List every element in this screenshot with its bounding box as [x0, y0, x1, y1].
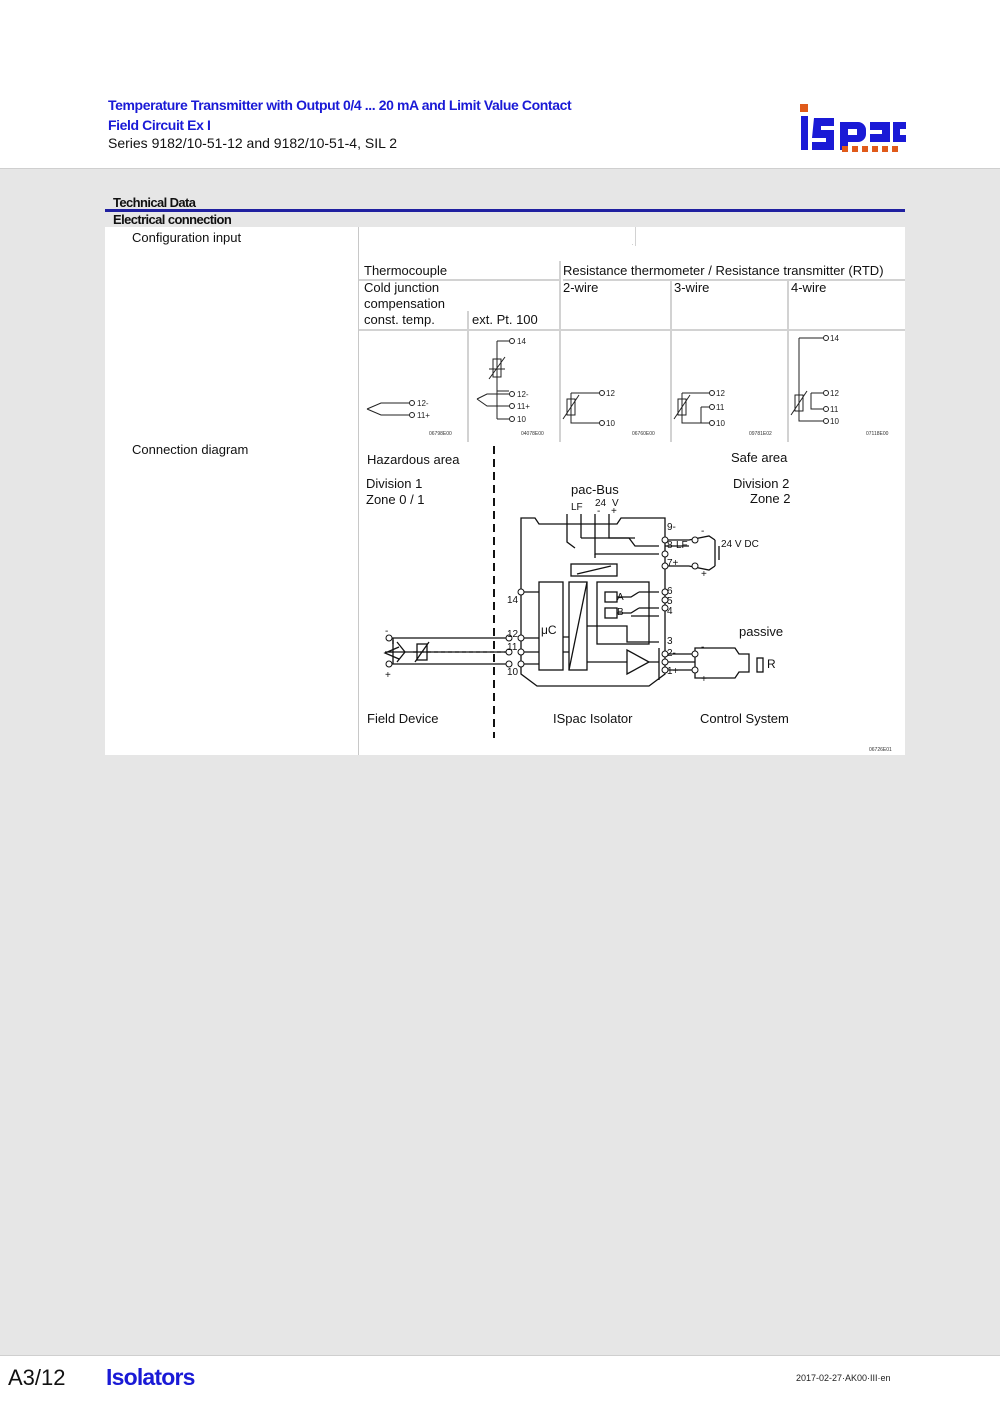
- configuration-wiring: 12- 11+ 14 12- 11+ 10 12 10 12 11 10 14 …: [366, 334, 889, 437]
- passive-label: passive: [739, 624, 783, 639]
- svg-text:14: 14: [830, 334, 839, 343]
- relay-b: B: [617, 607, 624, 618]
- section-subtitle: Electrical connection: [113, 212, 232, 227]
- term-11: 11+: [417, 411, 430, 420]
- terminal-3: 3: [667, 636, 673, 647]
- page-header: Temperature Transmitter with Output 0/4 …: [0, 0, 1000, 169]
- figure-code: 06760E00: [632, 431, 655, 437]
- product-series: Series 9182/10-51-12 and 9182/10-51-4, S…: [108, 135, 398, 151]
- zone-0-1-label: Zone 0 / 1: [366, 492, 425, 507]
- isolator-label: ISpac Isolator: [553, 711, 633, 726]
- svg-text:12: 12: [830, 389, 839, 398]
- hazardous-area-label: Hazardous area: [367, 452, 460, 467]
- control-system-label: Control System: [700, 711, 789, 726]
- terminal-4: 4: [667, 606, 673, 617]
- terminal-12: 12: [507, 629, 519, 640]
- terminal-2: 2-: [667, 648, 676, 659]
- svg-text:10: 10: [830, 417, 839, 426]
- bus-minus: -: [597, 506, 600, 517]
- svg-text:12: 12: [606, 389, 615, 398]
- svg-text:10: 10: [606, 419, 615, 428]
- terminal-9: 9-: [667, 522, 676, 533]
- ispac-logo: [800, 104, 906, 152]
- svg-text:10: 10: [517, 415, 526, 424]
- section-title: Technical Data: [113, 195, 196, 210]
- sensor-minus: -: [385, 626, 388, 637]
- document-title: Temperature Transmitter with Output 0/4 …: [108, 97, 572, 113]
- terminal-5: 5: [667, 596, 673, 607]
- supply-minus: -: [701, 526, 704, 537]
- three-wire-label: 3-wire: [674, 280, 710, 295]
- bus-24: 24: [595, 498, 607, 509]
- section-rule: [105, 209, 905, 212]
- figure-code: 04078E00: [521, 431, 544, 437]
- pac-bus-label: pac-Bus: [571, 482, 619, 497]
- terminal-10: 10: [507, 667, 519, 678]
- rtd-header: Resistance thermometer / Resistance tran…: [563, 263, 884, 278]
- zone-2-label: Zone 2: [750, 491, 790, 506]
- svg-text:12-: 12-: [517, 390, 529, 399]
- svg-text:10: 10: [716, 419, 725, 428]
- figure-code: 07118E00: [866, 431, 889, 437]
- footer-title: Isolators: [106, 1364, 195, 1390]
- configuration-input-label: Configuration input: [132, 230, 242, 245]
- safe-area-label: Safe area: [731, 450, 788, 465]
- four-wire-label: 4-wire: [791, 280, 827, 295]
- supply-plus: +: [701, 569, 707, 580]
- svg-text:11: 11: [830, 405, 839, 414]
- cold-junction-line-3: const. temp.: [364, 312, 435, 327]
- terminal-8: 8: [667, 540, 673, 551]
- figure-code: 06798E00: [429, 431, 452, 437]
- microcontroller-label: μC: [541, 623, 557, 637]
- terminal-11: 11: [507, 642, 518, 653]
- document-subtitle: Field Circuit Ex I: [108, 117, 211, 133]
- document-code: 2017-02-27·AK00·III·en: [796, 1373, 891, 1383]
- technical-data-panel: Configuration input Connection diagram T…: [105, 227, 905, 755]
- output-minus: -: [701, 642, 704, 653]
- diagram-figure-code: 06726E01: [869, 747, 892, 753]
- svg-text:12: 12: [716, 389, 725, 398]
- terminal-6: 6: [667, 586, 673, 597]
- bus-plus: +: [611, 506, 617, 517]
- connection-diagram-label: Connection diagram: [132, 442, 249, 457]
- division-2-label: Division 2: [733, 476, 789, 491]
- cold-junction-line-1: Cold junction: [364, 280, 440, 295]
- column-divider: [358, 227, 359, 755]
- page-number: A3/12: [8, 1365, 66, 1390]
- terminal-1: 1+: [667, 666, 679, 677]
- two-wire-label: 2-wire: [563, 280, 599, 295]
- page-footer: A3/12 Isolators 2017-02-27·AK00·III·en: [0, 1355, 1000, 1402]
- load-resistor: R: [767, 657, 776, 671]
- ext-pt100-label: ext. Pt. 100: [472, 312, 538, 327]
- terminal-14: 14: [507, 595, 519, 606]
- svg-text:14: 14: [517, 337, 526, 346]
- term-12: 12-: [417, 399, 429, 408]
- connection-diagram: Hazardous area Division 1 Zone 0 / 1 Saf…: [366, 446, 892, 753]
- relay-a: A: [617, 592, 624, 603]
- configuration-grid: Thermocouple Resistance thermometer / Re…: [359, 227, 905, 442]
- output-plus: +: [701, 674, 707, 685]
- thermocouple-header: Thermocouple: [364, 263, 448, 278]
- sensor-plus: +: [385, 670, 391, 681]
- cold-junction-line-2: compensation: [364, 296, 445, 311]
- svg-text:11: 11: [716, 403, 725, 412]
- bus-lf: LF: [571, 502, 583, 513]
- terminal-lf: LF: [676, 540, 688, 551]
- figure-code: 09781E02: [749, 431, 772, 437]
- svg-text:11+: 11+: [517, 402, 530, 411]
- terminal-7: 7+: [667, 558, 679, 569]
- bus-v: V: [612, 498, 619, 509]
- supply-label: 24 V DC: [721, 539, 759, 550]
- division-1-label: Division 1: [366, 476, 422, 491]
- field-device-label: Field Device: [367, 711, 439, 726]
